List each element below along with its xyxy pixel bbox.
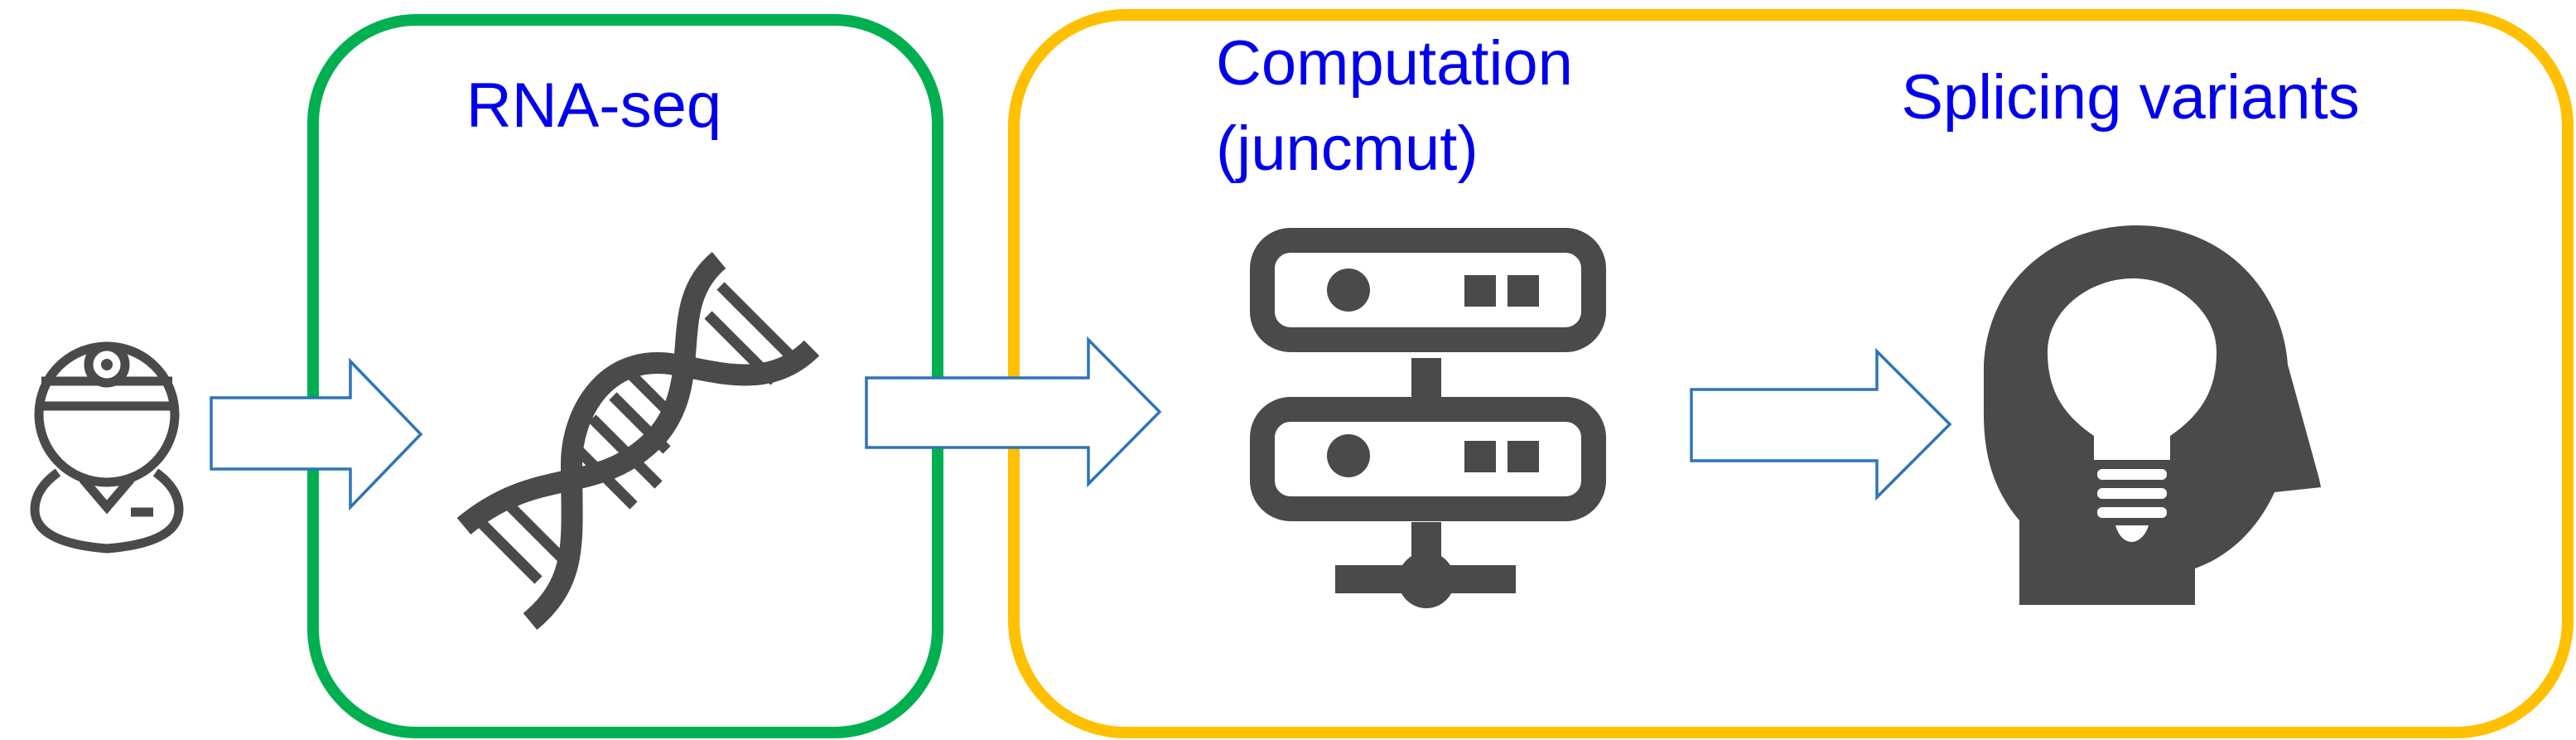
- splicing-title: Splicing variants: [1901, 62, 2359, 133]
- analysis-box: [1008, 9, 2574, 738]
- dna-icon: [456, 251, 820, 630]
- rnaseq-title: RNA-seq: [466, 70, 721, 141]
- computation-subtitle: (juncmut): [1216, 114, 1479, 184]
- arrow-2: [865, 336, 1162, 488]
- computation-title: Computation: [1216, 28, 1573, 99]
- rnaseq-box: [307, 14, 943, 738]
- server-icon: [1250, 228, 1606, 608]
- doctor-icon: [30, 341, 184, 554]
- head-lightbulb-icon: [1984, 225, 2321, 605]
- arrow-3: [1690, 347, 1952, 501]
- arrow-1: [210, 357, 423, 511]
